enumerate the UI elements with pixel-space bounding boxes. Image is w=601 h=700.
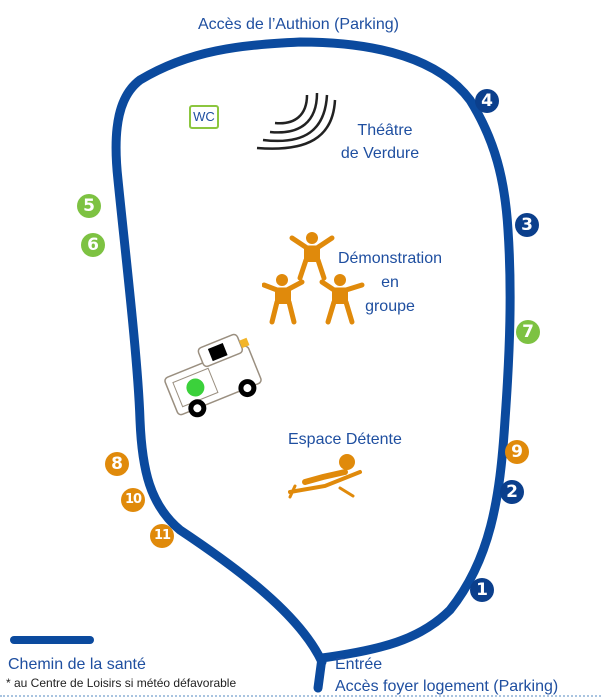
marker-8[interactable]: 8 [105, 452, 129, 476]
marker-6[interactable]: 6 [81, 233, 105, 257]
bottom-access-label: Accès foyer logement (Parking) [335, 678, 559, 695]
van-icon [164, 333, 262, 418]
wc-marker: WC [189, 105, 219, 129]
deckchair-icon [288, 454, 362, 499]
marker-3[interactable]: 3 [515, 213, 539, 237]
demo-label-1: Démonstration [337, 250, 443, 267]
dotted-divider [0, 695, 601, 697]
legend-path-label: Chemin de la santé [8, 656, 146, 673]
marker-2[interactable]: 2 [500, 480, 524, 504]
marker-4[interactable]: 4 [475, 89, 499, 113]
relax-label: Espace Détente [288, 431, 402, 448]
marker-10[interactable]: 10 [121, 488, 145, 512]
demo-label-3: groupe [365, 298, 415, 315]
marker-5[interactable]: 5 [77, 194, 101, 218]
legend-path-swatch [10, 636, 94, 644]
legend-note: * au Centre de Loisirs si météo défavora… [6, 676, 237, 690]
sound-waves-icon [256, 92, 337, 150]
marker-7[interactable]: 7 [516, 320, 540, 344]
marker-1[interactable]: 1 [470, 578, 494, 602]
entry-label: Entrée [335, 656, 383, 673]
theatre-label-2: de Verdure [340, 145, 420, 162]
theatre-label-1: Théâtre [357, 122, 413, 139]
marker-9[interactable]: 9 [505, 440, 529, 464]
demo-label-2: en [381, 274, 399, 291]
marker-11[interactable]: 11 [150, 524, 174, 548]
human-pyramid-icon [262, 232, 365, 325]
top-access-label: Accès de l’Authion (Parking) [198, 16, 399, 33]
